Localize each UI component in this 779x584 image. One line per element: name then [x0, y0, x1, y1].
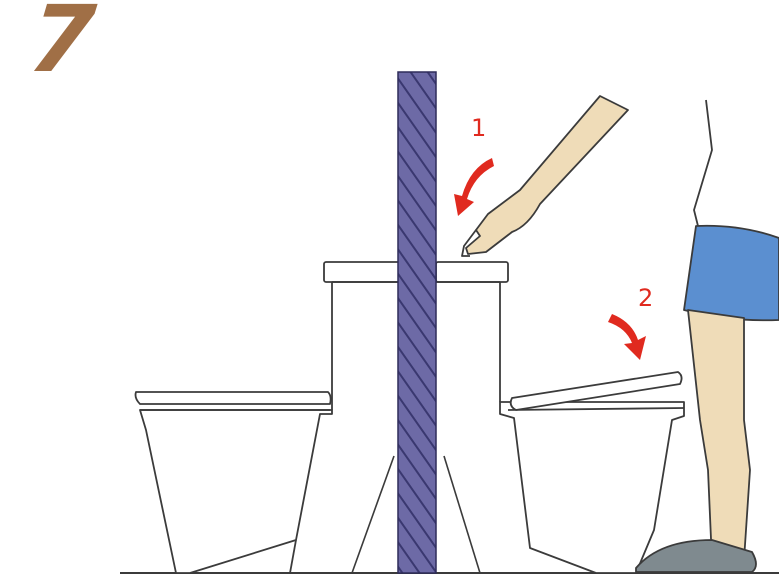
- partition-wall: [398, 72, 436, 573]
- step-number: 7: [25, 0, 99, 86]
- hand-icon: [462, 96, 628, 256]
- toilet-left-icon: [136, 262, 403, 573]
- callout-label-2: 2: [638, 286, 653, 310]
- callout-label-1: 1: [471, 116, 486, 140]
- curved-arrow-icon: [608, 314, 646, 360]
- curved-arrow-icon: [454, 158, 494, 216]
